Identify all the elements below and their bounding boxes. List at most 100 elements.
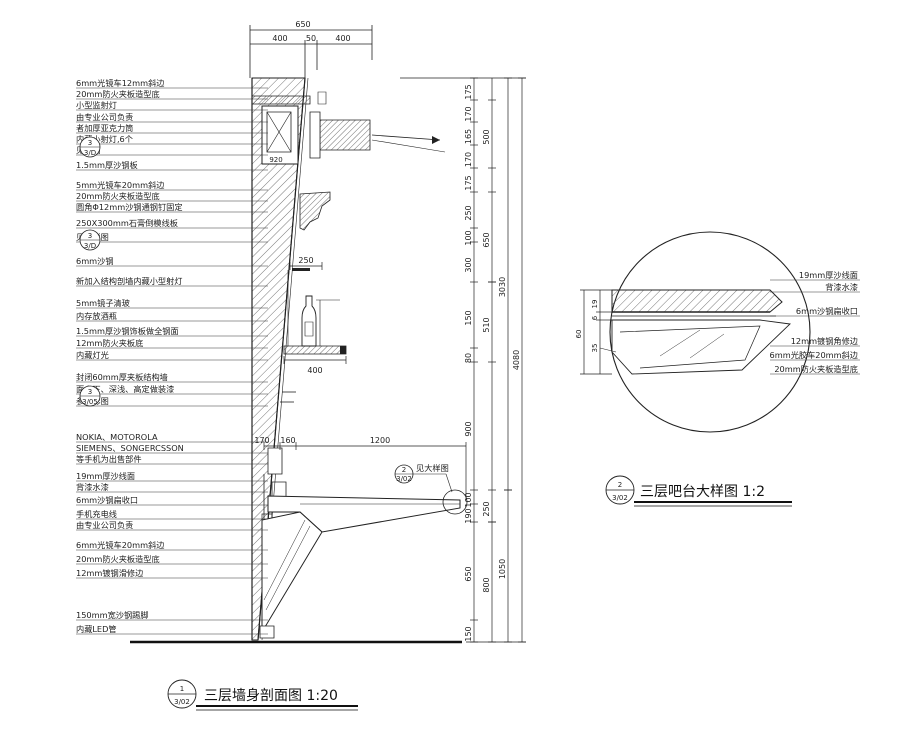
right-dim-label: 100 — [464, 230, 473, 245]
right-dim-label: 3030 — [498, 277, 507, 297]
annotation-text: 由专业公司负责 — [76, 112, 133, 122]
annotation-text: 内存放酒瓶 — [76, 311, 117, 321]
right-dimension-chains — [400, 78, 526, 642]
annotation-text: 面上下、深浅、高定做装漆 — [76, 384, 174, 394]
detail-callout — [395, 465, 452, 492]
annotation-text-group: 6mm光镜车12mm斜边20mm防火夹板造型底小型监射灯由专业公司负责者加厚亚克… — [76, 78, 184, 634]
annotation-text: 6mm光镜车12mm斜边 — [76, 78, 164, 88]
detail-leaders — [770, 280, 860, 374]
detail-dim-35: 35 — [591, 344, 599, 353]
detail-annotation-text: 6mm光胶车20mm斜边 — [770, 350, 858, 360]
top-dim-left: 400 — [272, 34, 287, 43]
detail-annotation-text: 6mm沙钢扁收口 — [796, 306, 858, 316]
wall-section: 920 — [130, 78, 467, 642]
right-dim-label: 165 — [464, 129, 473, 144]
detail-title-sheet: 3/02 — [612, 494, 628, 502]
right-dim-label: 175 — [464, 84, 473, 99]
annotation-text: 19mm厚沙线面 — [76, 471, 135, 481]
section-title-num: 1 — [180, 685, 184, 693]
inner-dim-label: 920 — [269, 156, 282, 164]
right-dim-label: 4080 — [512, 350, 521, 370]
annotation-text: 手机充电线 — [76, 509, 117, 519]
left-bubble-3-sheet: 3/05 — [82, 398, 98, 406]
annotation-text: 者加厚亚克力筒 — [76, 123, 133, 133]
annotation-text: 内藏灯光 — [76, 350, 109, 360]
shelf-dim-bottom: 400 — [307, 366, 322, 375]
annotation-text: 6mm光镜车20mm斜边 — [76, 540, 164, 550]
right-dim-label: 150 — [464, 626, 473, 641]
left-bubble-2 — [80, 230, 100, 250]
annotation-text: 12mm防火夹板底 — [76, 338, 143, 348]
top-dim-total: 650 — [295, 20, 310, 29]
right-dim-label: 250 — [482, 501, 491, 516]
top-dimension-group — [250, 25, 372, 78]
right-dim-label: 650 — [482, 232, 491, 247]
detail-dim-6: 6 — [591, 315, 599, 320]
callout-sheet: 3/02 — [396, 475, 412, 483]
detail-dimensions — [580, 290, 612, 374]
section-title: 三层墙身剖面图 1:20 — [204, 688, 338, 704]
annotation-text: 12mm镀钢滑修边 — [76, 568, 143, 578]
annotation-text: 5mm镜子清玻 — [76, 298, 130, 308]
shelf-dimensions — [264, 262, 466, 500]
right-dim-label: 80 — [464, 353, 473, 363]
annotation-text: 小型监射灯 — [76, 100, 117, 110]
annotation-text: 250X300mm石膏倒模线板 — [76, 218, 178, 228]
callout-num: 2 — [402, 466, 406, 474]
annotation-text: SIEMENS、SONGERCSSON — [76, 443, 184, 453]
left-bubble-2-num: 3 — [88, 232, 92, 240]
right-dim-label: 500 — [482, 129, 491, 144]
section-title-sheet: 3/02 — [174, 698, 190, 706]
detail-annotation-text: 12mm镀钢角修边 — [791, 336, 858, 346]
annotation-text: 由专业公司负责 — [76, 520, 133, 530]
annotation-text: 20mm防火夹板造型底 — [76, 89, 160, 99]
counter-dim-b: 160 — [280, 436, 295, 445]
left-bubble-1-sheet: 3/D — [84, 149, 96, 157]
left-bubble-3 — [80, 386, 100, 406]
annotation-text: 背漆水漆 — [76, 482, 109, 492]
left-bubble-1 — [80, 137, 100, 157]
right-dim-label: 150 — [464, 310, 473, 325]
right-dim-label: 800 — [482, 577, 491, 592]
detail-title: 三层吧台大样图 1:2 — [640, 484, 765, 500]
right-dim-label: 100 — [464, 492, 473, 507]
detail-title-num: 2 — [618, 481, 622, 489]
left-bubble-2-sheet: 3/D — [84, 242, 96, 250]
detail-dim-60: 60 — [575, 330, 583, 339]
right-dimension-labels: 1751701651701752501003001508090010019065… — [464, 84, 521, 641]
callout-text: 见大样图 — [416, 463, 449, 473]
section-title-bubble — [168, 680, 358, 710]
annotation-text: 内藏小射灯,6个 — [76, 134, 133, 144]
shelf-dim-top: 250 — [298, 256, 313, 265]
right-dim-label: 510 — [482, 317, 491, 332]
annotation-text: 6mm沙钢扁收口 — [76, 495, 138, 505]
annotation-text: NOKIA、MOTOROLA — [76, 432, 158, 442]
detail-title-bubble — [606, 476, 792, 506]
right-dim-label: 170 — [464, 152, 473, 167]
left-bubble-3-num: 3 — [88, 388, 92, 396]
right-dim-label: 170 — [464, 106, 473, 121]
annotation-text: 新加入结构剖墙内藏小型射灯 — [76, 276, 182, 286]
annotation-text: 1.5mm厚沙钢板 — [76, 160, 138, 170]
detail-annotation-text: 19mm厚沙线面 — [799, 270, 858, 280]
top-dim-right: 400 — [335, 34, 350, 43]
detail-view — [600, 232, 810, 432]
annotation-text: 6mm沙钢 — [76, 256, 114, 266]
left-bubble-1-num: 3 — [88, 139, 92, 147]
detail-annotation-text: 20mm防火夹板造型底 — [774, 364, 858, 374]
annotation-text: 5mm光镜车20mm斜边 — [76, 180, 164, 190]
right-dim-label: 900 — [464, 421, 473, 436]
annotation-text: 20mm防火夹板造型底 — [76, 554, 160, 564]
annotation-text: 内藏LED管 — [76, 624, 117, 634]
right-dim-label: 175 — [464, 175, 473, 190]
right-dim-label: 250 — [464, 205, 473, 220]
right-dim-label: 190 — [464, 508, 473, 523]
top-dim-mid: 50 — [306, 34, 316, 43]
counter-dim-a: 170 — [254, 436, 269, 445]
right-dim-label: 300 — [464, 257, 473, 272]
annotation-text: 1.5mm厚沙钢饰板做全钢面 — [76, 326, 179, 336]
detail-annotation-group: 19mm厚沙线面背漆水漆6mm沙钢扁收口12mm镀钢角修边6mm光胶车20mm斜… — [770, 270, 858, 374]
annotation-text: 20mm防火夹板造型底 — [76, 191, 160, 201]
annotation-text: 圆角Φ12mm沙钢通钢钉固定 — [76, 202, 183, 212]
